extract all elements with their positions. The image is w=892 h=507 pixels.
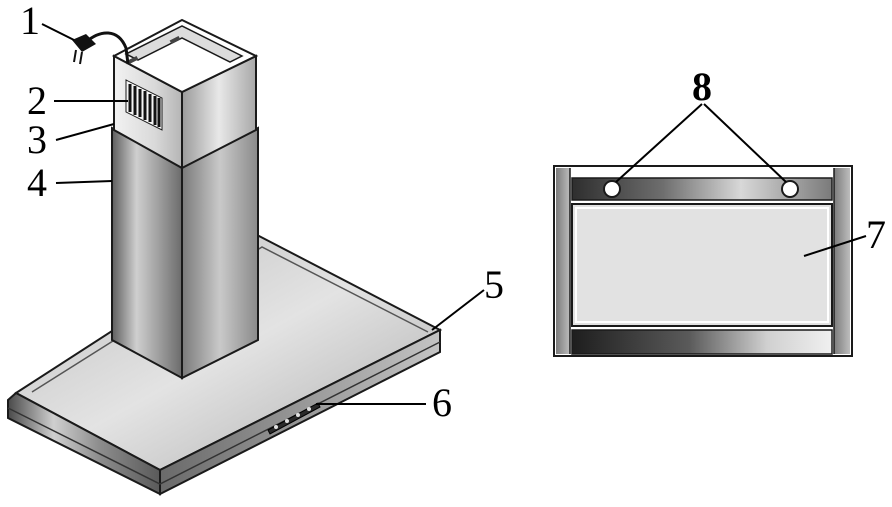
- leader-4: [55, 180, 113, 184]
- lamp-bar: [571, 177, 833, 201]
- upper-chimney-top: [111, 18, 259, 94]
- callout-3: 3: [27, 117, 47, 162]
- control-panel-icon: [267, 402, 321, 435]
- lamp-icon: [781, 180, 799, 198]
- canopy-trim-line: [31, 246, 429, 393]
- leader-1: [41, 23, 75, 41]
- callout-7: 7: [866, 212, 886, 257]
- lamp-icon: [603, 180, 621, 198]
- leader-5: [431, 289, 485, 331]
- lower-chimney: [111, 126, 259, 380]
- range-hood: 1 2 3 4 5 6: [7, 0, 504, 496]
- mounting-bracket: [124, 25, 244, 63]
- callout-2: 2: [27, 78, 47, 123]
- canopy-lower-lip: [7, 341, 441, 485]
- grease-filter: [571, 203, 833, 327]
- leader-7: [803, 235, 867, 257]
- leader-3: [55, 123, 115, 141]
- callout-4: 4: [27, 160, 47, 205]
- frame-right-side: [834, 168, 850, 354]
- callout-1: 1: [20, 0, 40, 43]
- hood-underside-view: 8 7: [553, 64, 886, 357]
- canopy-front-right: [159, 328, 441, 496]
- lower-chimney-side: [181, 126, 259, 380]
- callout-5: 5: [484, 262, 504, 307]
- leader-8a: [615, 103, 703, 183]
- callout-6: 6: [432, 380, 452, 425]
- bottom-bar: [571, 329, 833, 355]
- underside-leader-lines: [615, 103, 867, 257]
- vent-grille-icon: [125, 79, 163, 131]
- lower-chimney-front: [111, 126, 183, 380]
- callout-8: 8: [692, 64, 712, 109]
- upper-chimney: [111, 18, 259, 170]
- leader-lines: [41, 23, 485, 405]
- leader-8b: [703, 103, 787, 183]
- power-plug-icon: [72, 31, 130, 65]
- frame-left-side: [556, 168, 570, 354]
